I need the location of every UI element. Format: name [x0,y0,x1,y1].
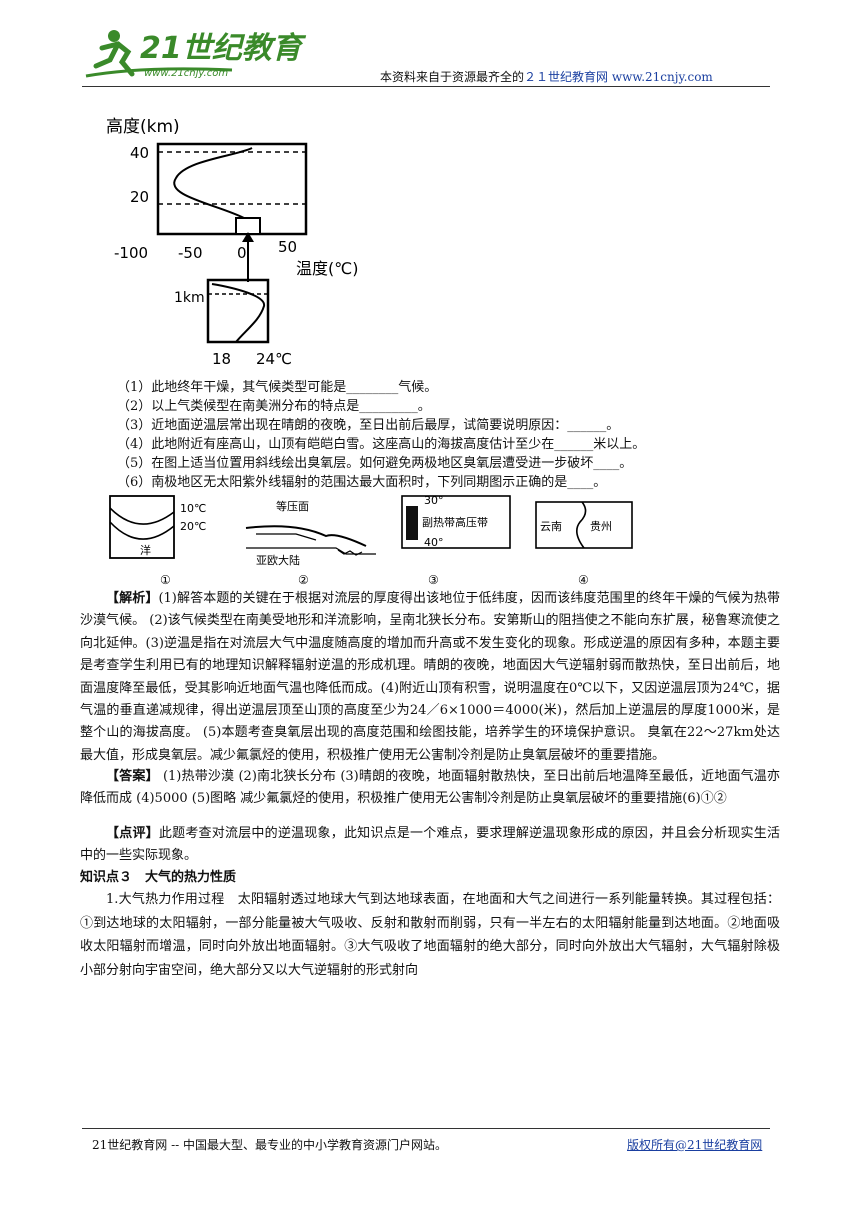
y-tick-40: 40 [130,144,149,162]
option-1-label-10: 10℃ [180,502,206,515]
temperature-curve [173,147,253,219]
answer-label: 【答案】 [106,769,159,784]
comment-text: 此题考查对流层中的逆温现象，此知识点是一个难点，要求理解逆温现象形成的原因，并且… [80,826,780,864]
option-3-label-40: 40° [424,536,444,549]
inset-x-tick-18: 18 [212,350,231,368]
logo-url: www.21cnjy.com [144,68,228,79]
inset-temperature-curve [211,283,265,343]
option-2-diagram: 等压面 亚欧大陆 ② [245,499,376,587]
option-4-label-yunnan: 云南 [540,520,562,533]
x-tick-50: 50 [278,238,297,256]
x-axis-title: 温度(℃) [296,259,358,278]
option-3-label-30: 30° [424,494,444,507]
inset-plot-frame [206,278,270,344]
comment-label: 【点评】 [106,826,159,841]
option-2-label-isobar: 等压面 [276,499,309,513]
option-2-number: ② [298,573,309,587]
question-5: （5）在图上适当位置用斜线绘出臭氧层。如何避免两极地区臭氧层遭受进一步破坏___… [117,456,633,471]
x-tick-neg50: -50 [178,244,203,262]
inversion-box [235,217,261,235]
question-3: （3）近地面逆温层常出现在晴朗的夜晚，至日出前后最厚，试简要说明原因：_____… [117,418,620,433]
isobaric-surface [245,525,367,547]
header-divider [82,86,770,87]
question-2: （2）以上气类候型在南美洲分布的特点是_________。 [117,399,431,414]
header-source-prefix: 本资料来自于资源最齐全的 [380,70,525,84]
runner-icon [85,30,233,78]
option-4-label-guizhou: 贵州 [590,520,612,533]
option-4-number: ④ [578,573,589,587]
isotherm-10 [109,507,175,525]
option-3-label-high: 副热带高压带 [422,515,488,529]
footer-copyright-link[interactable]: 版权所有@21世纪教育网 [627,1138,763,1152]
footer-divider [82,1128,770,1129]
option-1-diagram: 10℃ 20℃ 洋 ① [109,495,206,587]
inset-x-tick-24: 24℃ [256,350,292,368]
answer-paragraph: 【答案】 (1)热带沙漠 (2)南北狭长分布 (3)晴朗的夜晚，地面辐射散热快，… [80,766,780,811]
header-source: 本资料来自于资源最齐全的２１世纪教育网 www.21cnjy.com [380,68,713,85]
comment-paragraph: 【点评】此题考查对流层中的逆温现象，此知识点是一个难点，要求理解逆温现象形成的原… [80,823,780,868]
analysis-paragraph: 【解析】(1)解答本题的关键在于根据对流层的厚度得出该地位于低纬度，因而该纬度范… [80,588,780,767]
analysis-text: (1)解答本题的关键在于根据对流层的厚度得出该地位于低纬度，因而该纬度范围里的终… [80,591,780,763]
analysis-label: 【解析】 [106,591,159,606]
option-3-diagram: 30° 副热带高压带 40° ③ [401,494,511,587]
main-plot-frame [156,142,308,236]
temperature-profile-figure: 高度(km) 40 20 -100 -50 0 50 温度(℃) 1km 18 … [106,117,358,368]
arrow-up-icon [242,232,254,242]
answer-text: (1)热带沙漠 (2)南北狭长分布 (3)晴朗的夜晚，地面辐射散热快，至日出前后… [80,769,780,807]
header-source-site[interactable]: ２１世纪教育网 www.21cnjy.com [524,70,713,84]
y-axis-title: 高度(km) [106,117,180,137]
inset-y-tick: 1km [174,290,205,306]
site-logo: 21世纪教育 www.21cnjy.com [85,30,307,79]
question-1: （1）此地终年干燥，其气候类型可能是________气候。 [117,380,438,395]
x-tick-0: 0 [237,244,247,262]
x-tick-neg100: -100 [114,244,148,262]
body-paragraph: 1.大气热力作用过程 太阳辐射透过地球大气到达地球表面，在地面和大气之间进行一系… [80,892,780,978]
province-boundary [576,501,587,549]
option-4-diagram: 云南 贵州 ④ [535,501,633,587]
option-1-label-20: 20℃ [180,520,206,533]
option-2-label-continent: 亚欧大陆 [256,553,300,567]
option-3-number: ③ [428,573,439,587]
isotherm-20 [109,521,175,540]
subtropical-high-band [406,506,418,540]
option-1-number: ① [160,573,171,587]
question-4: （4）此地附近有座高山，山顶有皑皑白雪。这座高山的海拔高度估计至少在______… [117,437,646,452]
option-1-label-ocean: 洋 [140,543,151,557]
y-tick-20: 20 [130,188,149,206]
question-6: （6）南极地区无太阳紫外线辐射的范围达最大面积时，下列同期图示正确的是____。 [117,475,607,490]
section-title: 知识点３ 大气的热力性质 [80,870,237,885]
logo-text: 21世纪教育 [140,31,307,66]
footer-left-text: 21世纪教育网 -- 中国最大型、最专业的中小学教育资源门户网站。 [92,1138,448,1152]
